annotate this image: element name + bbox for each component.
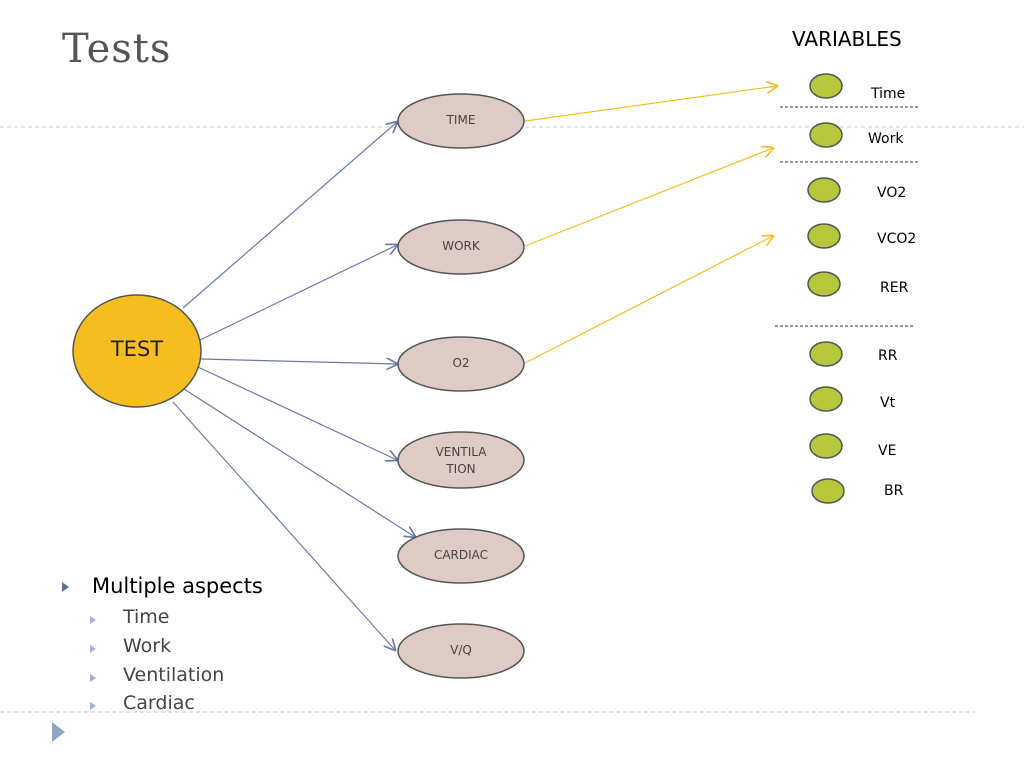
category-node-work	[397, 219, 525, 275]
variable-label-rr: RR	[878, 348, 898, 364]
sub-bullet-ventilation: Ventilation	[123, 664, 225, 686]
link-time-variable	[524, 86, 777, 122]
link-test-vq	[172, 401, 395, 650]
category-label-o2: O2	[452, 356, 470, 370]
link-test-work	[197, 245, 397, 342]
variable-label-work: Work	[868, 131, 904, 147]
link-test-o2	[200, 359, 397, 364]
sub-bullet-cardiac: Cardiac	[123, 692, 195, 714]
variable-dot-vo2	[807, 177, 841, 203]
category-node-ventilation	[397, 431, 525, 489]
sub-bullet-arrow-icon	[90, 645, 96, 653]
variable-label-br: BR	[884, 483, 904, 499]
sub-bullet-arrow-icon	[90, 674, 96, 682]
variable-label-ve: VE	[878, 443, 897, 459]
category-node-o2	[397, 336, 525, 392]
sub-bullet-time: Time	[123, 606, 170, 628]
category-label-work: WORK	[442, 239, 480, 253]
sub-bullet-work: Work	[123, 635, 172, 657]
variable-label-vo2: VO2	[877, 185, 907, 201]
bullet-main-text: Multiple aspects	[92, 574, 263, 598]
variable-label-rer: RER	[880, 280, 909, 296]
variable-dot-work	[809, 122, 843, 148]
variable-dot-ve	[809, 433, 843, 459]
category-label-time: TIME	[446, 113, 476, 127]
sub-bullet-arrow-icon	[90, 702, 96, 710]
variable-label-vt: Vt	[880, 395, 896, 411]
link-test-cardiac	[183, 388, 415, 537]
link-test-time	[182, 122, 397, 309]
link-work-variable	[524, 148, 773, 247]
variables-heading: VARIABLES	[792, 27, 902, 51]
center-node-label: TEST	[110, 337, 164, 361]
variable-dot-rer	[807, 271, 841, 297]
variable-dot-vt	[809, 386, 843, 412]
link-o2-variable	[524, 236, 773, 364]
sub-bullet-arrow-icon	[90, 616, 96, 624]
category-node-cardiac	[397, 528, 525, 584]
variable-dot-rr	[809, 341, 843, 367]
category-label-vq: V/Q	[450, 643, 472, 657]
category-node-vq	[397, 623, 525, 679]
variable-dot-time	[809, 73, 843, 99]
variable-dot-br	[811, 478, 845, 504]
link-test-ventilation	[197, 366, 397, 460]
variable-label-vco2: VCO2	[877, 231, 917, 247]
category-label-cardiac: CARDIAC	[433, 548, 489, 562]
slide-title: Tests	[62, 26, 172, 72]
category-node-time	[397, 93, 525, 149]
slide-corner-arrow-icon	[52, 722, 65, 742]
variable-dot-vco2	[807, 223, 841, 249]
center-node	[72, 294, 202, 408]
bullet-arrow-icon	[62, 582, 69, 592]
variable-label-time: Time	[871, 86, 906, 102]
category-label-ventilation: VENTILA TION	[435, 445, 487, 476]
